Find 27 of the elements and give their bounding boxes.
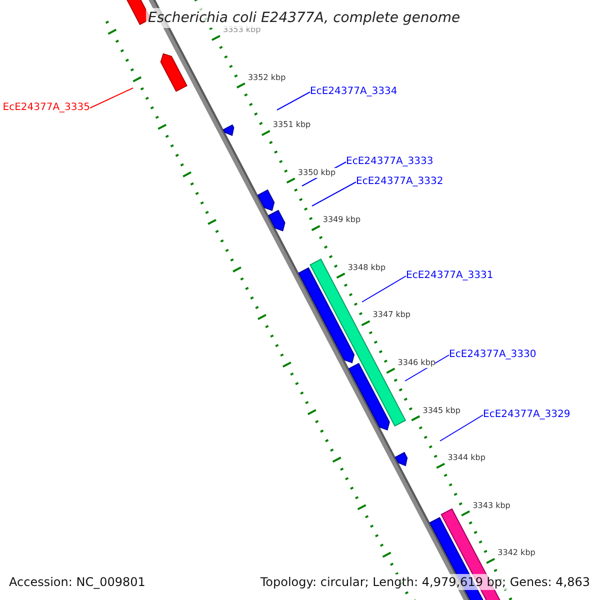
gene-label: EcE24377A_3335 bbox=[2, 101, 90, 115]
scale-label: 3342 kbp bbox=[498, 548, 536, 558]
leader-line bbox=[440, 414, 484, 442]
scale-label: 3345 kbp bbox=[422, 406, 460, 416]
leader-line bbox=[90, 88, 134, 108]
leader-line bbox=[276, 92, 310, 110]
scale-label: 3343 kbp bbox=[472, 500, 510, 511]
leader-line bbox=[404, 354, 450, 382]
gene-label: EcE24377A_3330 bbox=[449, 348, 536, 362]
leader-line bbox=[312, 182, 356, 206]
scale-label: 3349 kbp bbox=[322, 215, 361, 226]
scale-label: 3344 kbp bbox=[448, 453, 486, 464]
gene-label: EcE24377A_3331 bbox=[406, 269, 494, 283]
scale-label: 3347 kbp bbox=[372, 310, 410, 320]
scale-label: 3352 kbp bbox=[248, 72, 286, 83]
genome-summary-text: Topology: circular; Length: 4,979,619 bp; Genes: 4,863 bbox=[260, 574, 590, 590]
gene-label: EcE24377A_3332 bbox=[356, 175, 444, 189]
scale-label: 3348 kbp bbox=[348, 262, 386, 273]
scale-label: 3351 kbp bbox=[272, 120, 311, 130]
accession-text: Accession: NC_009801 bbox=[9, 574, 146, 590]
gene-label: EcE24377A_3333 bbox=[346, 155, 434, 169]
scale-label: 3346 kbp bbox=[398, 358, 436, 368]
gene-label: EcE24377A_3329 bbox=[483, 408, 570, 422]
gene-label: EcE24377A_3334 bbox=[310, 85, 398, 99]
scale-label: 3350 kbp bbox=[298, 168, 336, 178]
title: Escherichia coli E24377A, complete genome bbox=[146, 8, 462, 28]
leader-line bbox=[362, 276, 406, 302]
